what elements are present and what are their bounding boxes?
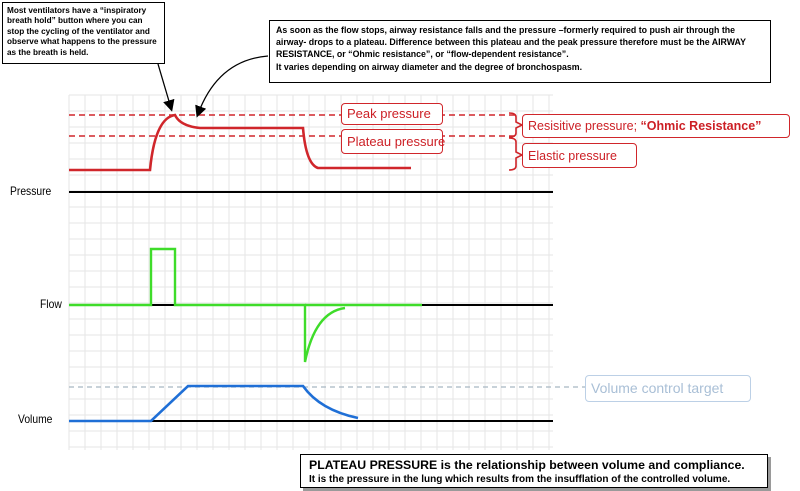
airway-resistance-note: As soon as the flow stops, airway resist… [269,20,771,83]
ohmic-resistance-text: “Ohmic Resistance” [640,119,762,133]
plateau-pressure-title: PLATEAU PRESSURE is the relationship bet… [309,458,745,472]
airway-diameter-text: It varies depending on airway diameter a… [276,61,583,72]
pressure-axis-label: Pressure [10,184,52,198]
plateau-pressure-subtitle: It is the pressure in the lung which res… [309,474,731,485]
inspiratory-hold-note: Most ventilators have a “inspiratory bre… [2,2,165,64]
airway-resistance-text: As soon as the flow stops, airway resist… [276,25,746,60]
resistive-brace [508,112,524,138]
flow-axis-label: Flow [40,297,62,311]
plateau-pressure-note: PLATEAU PRESSURE is the relationship bet… [300,454,768,488]
volume-target-label: Volume control target [585,375,751,402]
volume-axis-label: Volume [18,412,53,426]
volume-trace [69,384,359,423]
pressure-trace [69,113,411,172]
elastic-pressure-label: Elastic pressure [522,143,637,168]
resistive-prefix: Resisitive pressure; [528,119,641,133]
hold-arrow [157,63,175,112]
flow-trace [69,247,346,363]
resistive-pressure-label: Resisitive pressure; “Ohmic Resistance” [522,114,790,138]
plateau-arrow [195,55,269,118]
plateau-pressure-label: Plateau pressure [341,129,445,154]
peak-pressure-label: Peak pressure [341,103,443,125]
